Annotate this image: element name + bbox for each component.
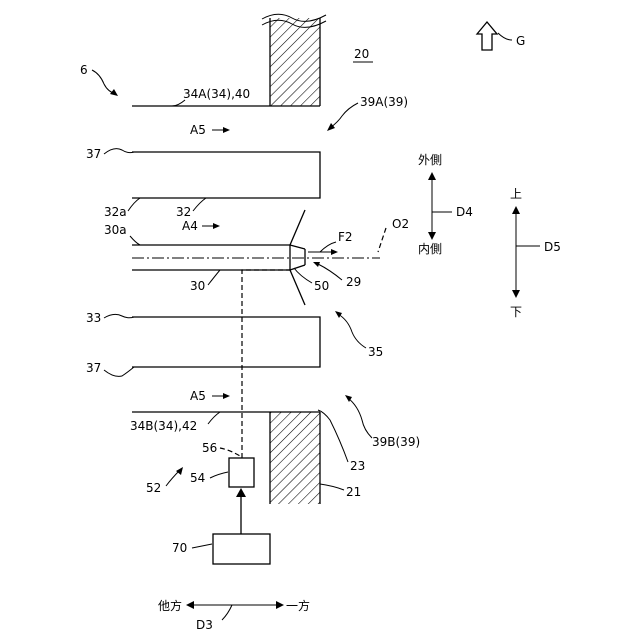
label-56: 56: [202, 441, 217, 455]
label-32a: 32a: [104, 205, 127, 219]
label-a5-bottom: A5: [190, 389, 206, 403]
leader-35-arrow-icon: [335, 311, 366, 348]
label-52: 52: [146, 481, 161, 495]
leader-54: [210, 472, 228, 478]
leader-34B: [208, 412, 220, 424]
label-d3-right: 一方: [286, 598, 310, 613]
leader-29-arrow-icon: [313, 262, 342, 280]
label-d5: D5: [544, 240, 561, 254]
leader-6-arrow-icon: [92, 70, 118, 96]
lower-plate-33: [132, 317, 320, 367]
label-39A: 39A(39): [360, 95, 408, 109]
leader-32: [193, 198, 206, 211]
label-d4-inner: 内側: [418, 242, 442, 256]
gravity-arrow-icon: [477, 22, 512, 50]
label-70: 70: [172, 541, 187, 555]
controller-70: [213, 534, 270, 564]
label-gravity: G: [516, 34, 525, 48]
leader-37-top: [104, 149, 134, 154]
label-29: 29: [346, 275, 361, 289]
upper-plate-32: [132, 152, 320, 198]
label-30: 30: [190, 279, 205, 293]
label-d5-up: 上: [510, 187, 522, 201]
label-d3: D3: [196, 618, 213, 632]
upper-hatched-wall: [262, 14, 326, 106]
leader-30: [208, 270, 220, 285]
label-39B: 39B(39): [372, 435, 420, 449]
label-f2: F2: [338, 230, 353, 244]
leader-37-bottom: [104, 367, 134, 376]
controller-to-sensor-arrow-icon: [236, 488, 246, 534]
d5-arrow-icon: [512, 206, 540, 298]
label-d4-outer: 外側: [418, 153, 442, 167]
leader-70: [192, 544, 212, 548]
label-37-bottom: 37: [86, 361, 101, 375]
leader-56: [220, 448, 240, 456]
a4-arrow-icon: [202, 223, 220, 229]
label-a5-top: A5: [190, 123, 206, 137]
leader-52-arrow-icon: [166, 467, 183, 486]
leader-39B-arrow-icon: [345, 395, 372, 438]
d4-arrow-icon: [428, 172, 452, 240]
label-23: 23: [350, 459, 365, 473]
leader-50: [294, 268, 312, 283]
label-6: 6: [80, 63, 88, 77]
a5-bottom-arrow-icon: [212, 393, 230, 399]
a5-top-arrow-icon: [212, 127, 230, 133]
label-34B: 34B(34),42: [130, 419, 197, 433]
label-54: 54: [190, 471, 205, 485]
leader-21: [320, 484, 344, 490]
label-35: 35: [368, 345, 383, 359]
leader-33: [104, 314, 134, 318]
label-d5-down: 下: [510, 305, 522, 319]
label-o2: O2: [392, 217, 409, 231]
f2-arrow-icon: [308, 242, 338, 255]
label-20: 20: [354, 47, 369, 61]
leader-32a: [128, 198, 140, 211]
label-32: 32: [176, 205, 191, 219]
lower-hatched-wall: [270, 412, 320, 504]
label-a4: A4: [182, 219, 198, 233]
label-50: 50: [314, 279, 329, 293]
label-21: 21: [346, 485, 361, 499]
sensor-54: [229, 458, 254, 487]
leader-39A-arrow-icon: [327, 103, 358, 131]
label-33: 33: [86, 311, 101, 325]
label-37-top: 37: [86, 147, 101, 161]
leader-o2: [378, 228, 386, 252]
leader-30a: [130, 236, 140, 245]
label-30a: 30a: [104, 223, 127, 237]
label-d4: D4: [456, 205, 473, 219]
leader-23: [318, 410, 348, 462]
label-d3-left: 他方: [158, 598, 182, 613]
label-34A: 34A(34),40: [183, 87, 250, 101]
